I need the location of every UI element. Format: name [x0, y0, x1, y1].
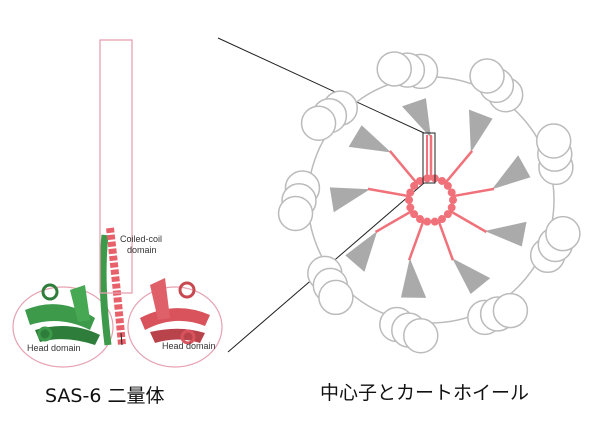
hub-bead [423, 217, 432, 226]
pinhead-triangle [348, 125, 392, 153]
hub-bead [406, 188, 415, 197]
cartwheel-diagram [277, 51, 581, 354]
green-head-domain [25, 283, 100, 345]
spoke [452, 187, 495, 198]
spoke [388, 150, 418, 184]
pinhead-triangle [484, 221, 527, 247]
spoke [374, 209, 413, 234]
zoom-connector-top [217, 37, 425, 134]
hub-bead [405, 196, 413, 204]
head-domain-outline-left [12, 286, 114, 368]
spoke [449, 209, 488, 234]
microtubule-triplet [318, 279, 354, 316]
hub-bead [430, 217, 439, 226]
hub-bead [443, 181, 452, 190]
hub-bead [443, 210, 452, 219]
hub-bead [438, 215, 446, 224]
coiled-coil-helices [99, 227, 126, 346]
head-domain-outline-right [127, 286, 223, 368]
pinhead-triangle [345, 231, 378, 272]
microtubule-triplet [300, 105, 337, 142]
microtubule-triplet [277, 195, 314, 232]
hub-bead [406, 203, 415, 212]
red-head-domain [140, 278, 210, 345]
hub-bead [410, 210, 419, 219]
cartwheel-caption: 中心子とカートホイール [320, 382, 530, 404]
zoom-box [422, 132, 436, 184]
hub-bead [416, 176, 424, 185]
pinhead-triangle [452, 258, 491, 294]
coiled-coil-label-1: Coiled-coil [120, 234, 162, 244]
pinhead-triangle [400, 258, 427, 298]
hub-bead [449, 196, 457, 204]
coiled-coil-highlight [99, 39, 133, 294]
spoke [437, 220, 455, 261]
hub-bead [447, 188, 456, 197]
hub-bead [410, 181, 419, 190]
hub-bead [447, 203, 456, 212]
pinhead-triangle [402, 98, 431, 138]
microtubule-triplet [376, 51, 412, 87]
microtubule-triplet [545, 215, 581, 252]
hub-bead [416, 215, 424, 224]
microtubule-triplet [535, 123, 572, 159]
hub-bead [438, 176, 446, 185]
head-domain-label-left: Head domain [27, 343, 81, 353]
spoke [367, 187, 410, 198]
head-domain-label-right: Head domain [162, 341, 216, 351]
pinhead-triangle [468, 109, 493, 153]
arrow-marker [120, 332, 123, 346]
microtubule-triplet [469, 58, 505, 94]
pinhead-triangle [492, 155, 531, 190]
coiled-coil-label-2: domain [127, 245, 157, 255]
sas6-dimer-structure: Coiled-coil domain Head domain Head doma… [12, 39, 223, 368]
spoke [444, 150, 474, 184]
microtubule-triplet [492, 292, 529, 329]
spoke [407, 220, 425, 261]
pinhead-triangle [329, 187, 370, 213]
sas6-caption: SAS-6 二量体 [45, 385, 165, 407]
microtubule-triplet [403, 317, 439, 354]
